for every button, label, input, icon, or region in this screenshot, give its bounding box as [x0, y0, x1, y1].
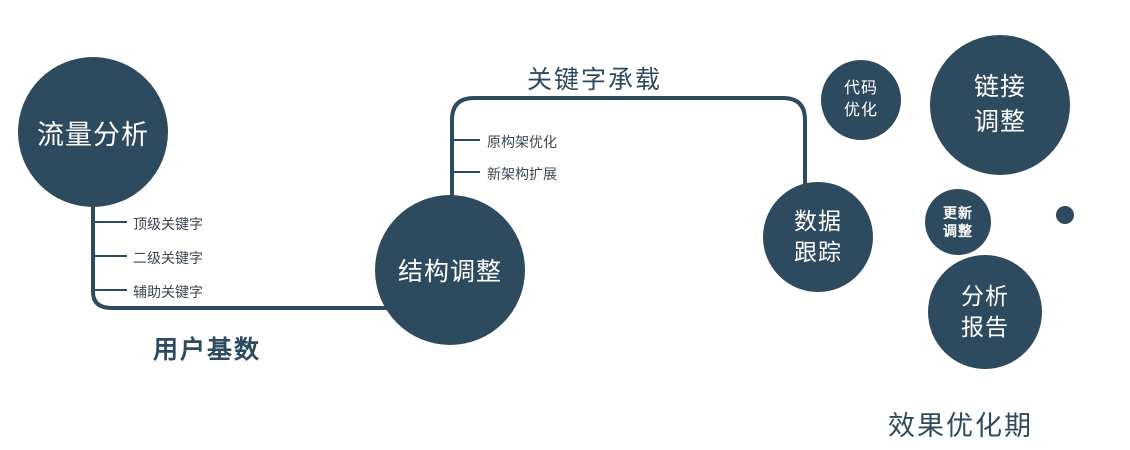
node-update-adjust: 更新 调整 [925, 189, 991, 255]
node-analysis-report-line2: 报告 [961, 314, 1009, 340]
branch-label-new-architecture: 新架构扩展 [487, 166, 557, 182]
branch-label-second-keywords: 二级关键字 [133, 250, 203, 266]
node-data-tracking: 数据 跟踪 [763, 182, 873, 292]
node-code-optimize-line1: 代码 [843, 80, 878, 98]
node-traffic-analysis: 流量分析 [18, 57, 168, 207]
caption-effect-optimization: 效果优化期 [888, 411, 1033, 441]
node-update-adjust-line1: 更新 [943, 204, 973, 221]
edge-label-keyword-carry: 关键字承载 [527, 66, 663, 94]
node-analysis-report-line1: 分析 [961, 282, 1009, 309]
dot-marker [1056, 206, 1074, 224]
node-code-optimize: 代码 优化 [821, 60, 901, 140]
node-analysis-report: 分析 报告 [928, 255, 1042, 369]
node-link-adjust-line1: 链接 [973, 73, 1026, 101]
branch-label-top-keywords: 顶级关键字 [133, 216, 203, 232]
node-traffic-analysis-label: 流量分析 [37, 119, 149, 150]
node-update-adjust-line2: 调整 [943, 223, 973, 239]
node-link-adjust: 链接 调整 [930, 35, 1070, 175]
node-code-optimize-line2: 优化 [843, 102, 878, 119]
node-link-adjust-line2: 调整 [973, 108, 1026, 136]
node-structure-adjust-label: 结构调整 [397, 258, 502, 286]
branch-label-original-architecture: 原构架优化 [487, 134, 557, 150]
edge-label-user-base: 用户基数 [153, 336, 262, 364]
branch-label-auxiliary-keywords: 辅助关键字 [133, 284, 203, 300]
edge-traffic-to-structure [91, 180, 418, 310]
edge-structure-to-tracking [450, 96, 807, 215]
node-data-tracking-line1: 数据 [794, 207, 842, 234]
node-structure-adjust: 结构调整 [375, 195, 525, 345]
node-data-tracking-line2: 跟踪 [794, 239, 842, 265]
